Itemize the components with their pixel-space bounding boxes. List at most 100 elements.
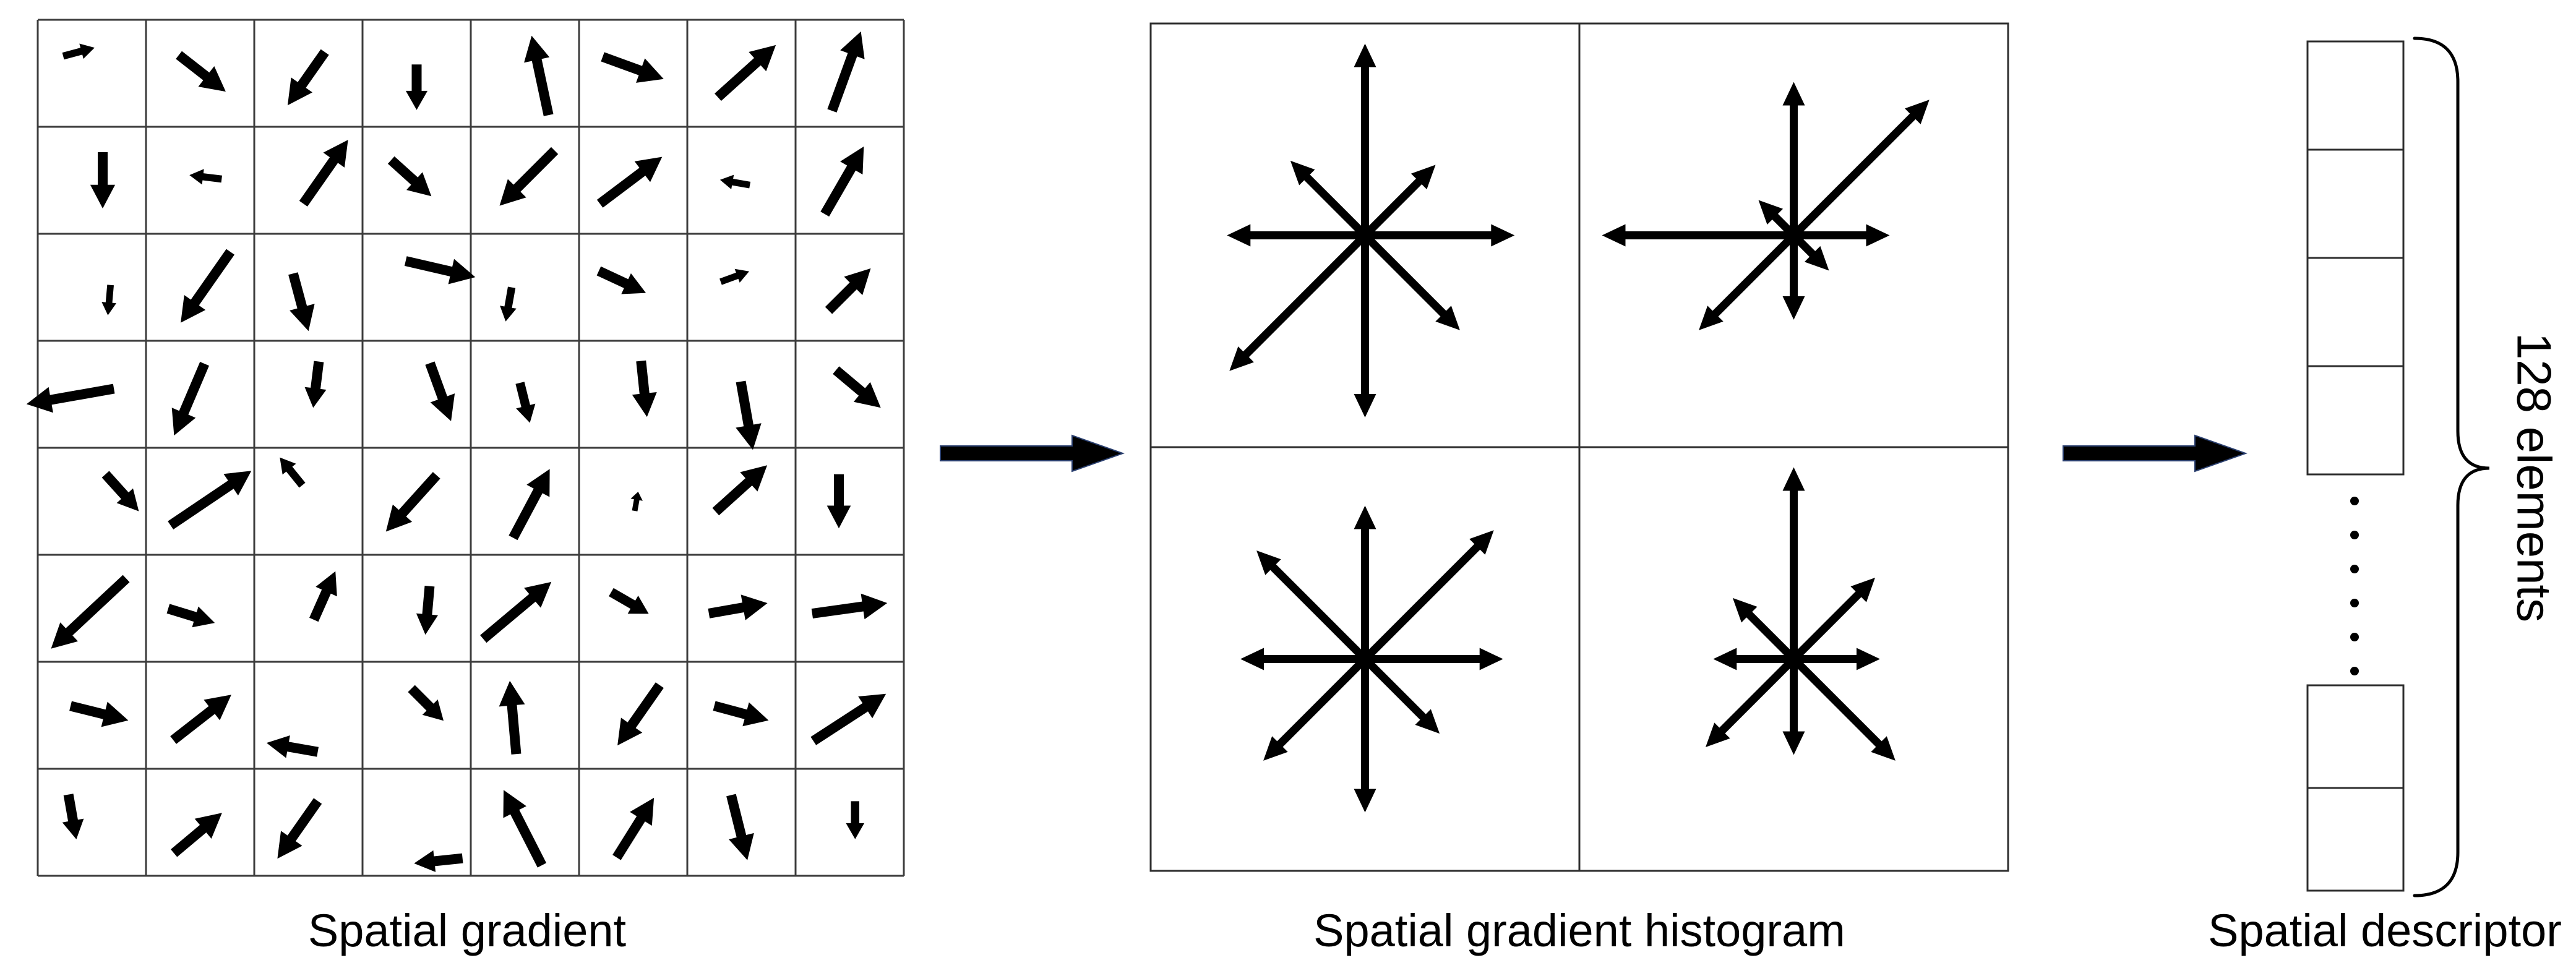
gradient-arrow bbox=[719, 268, 749, 285]
descriptor-box bbox=[2306, 257, 2405, 367]
gradient-arrow bbox=[609, 588, 649, 614]
gradient-arrow bbox=[385, 472, 440, 532]
histogram-ray-arrow bbox=[1790, 578, 1875, 662]
gradient-arrow bbox=[500, 286, 517, 322]
gradient-arrow bbox=[811, 593, 888, 620]
gradient-arrow bbox=[726, 794, 754, 860]
descriptor-box bbox=[2306, 40, 2405, 151]
gradient-arrow bbox=[632, 360, 657, 417]
descriptor-column bbox=[2306, 36, 2490, 897]
gradient-arrow bbox=[715, 45, 776, 101]
gradient-arrow bbox=[499, 680, 525, 755]
ellipsis-dot bbox=[2350, 531, 2359, 539]
histogram-ray-arrow bbox=[1706, 656, 1797, 747]
gradient-arrow bbox=[309, 571, 337, 622]
gradient-arrow bbox=[287, 49, 329, 106]
descriptor-box bbox=[2306, 148, 2405, 259]
gradient-arrow bbox=[62, 43, 95, 60]
gradient-arrow bbox=[515, 382, 536, 423]
histogram-ray-arrow bbox=[1782, 235, 1805, 320]
gradient-arrow bbox=[404, 256, 476, 285]
histogram-ray-arrow bbox=[1793, 224, 1890, 247]
histogram-ray-arrow bbox=[1229, 232, 1368, 371]
descriptor-box bbox=[2306, 787, 2405, 892]
histogram-caption: Spatial gradient histogram bbox=[1313, 905, 1845, 956]
gradient-arrow bbox=[827, 31, 865, 113]
gradient-arrow bbox=[408, 685, 444, 721]
histogram-ray-arrow bbox=[1362, 232, 1460, 330]
gradient-arrow bbox=[170, 695, 231, 744]
descriptor-caption: Spatial descriptor bbox=[2208, 905, 2562, 956]
gradient-arrow bbox=[299, 140, 348, 207]
gradient-arrow bbox=[617, 682, 664, 746]
histogram-ray-arrow bbox=[1365, 648, 1503, 670]
histogram-ray-arrow bbox=[1793, 648, 1880, 670]
ellipsis-dot bbox=[2350, 497, 2359, 505]
gradient-arrow bbox=[101, 285, 116, 315]
gradient-arrow bbox=[62, 794, 84, 839]
gradient-arrow bbox=[405, 64, 428, 110]
brace bbox=[2413, 36, 2490, 897]
gradient-arrow bbox=[101, 471, 139, 512]
histogram-ray-arrow bbox=[1782, 467, 1805, 659]
gradient-arrow bbox=[189, 169, 222, 185]
gradient-arrow bbox=[719, 174, 751, 189]
gradient-arrow bbox=[596, 156, 663, 208]
histogram-ray-arrow bbox=[1365, 224, 1515, 247]
histogram-ray-arrow bbox=[1256, 550, 1368, 662]
histogram-ray-arrow bbox=[1782, 82, 1805, 236]
gradient-arrow bbox=[416, 586, 438, 635]
gradient-arrow bbox=[826, 474, 851, 529]
histogram-ray-arrow bbox=[1790, 656, 1896, 761]
histogram-ray-arrow bbox=[1354, 659, 1376, 813]
gradient-arrow bbox=[181, 249, 234, 323]
gradient-arrow bbox=[90, 152, 116, 208]
gradient-arrow bbox=[596, 266, 646, 294]
gradient-arrow bbox=[630, 492, 643, 512]
histogram-ray-arrow bbox=[1362, 165, 1436, 239]
gradient-arrow bbox=[425, 361, 455, 421]
gradient-arrow bbox=[509, 469, 550, 541]
histogram-ray-arrow bbox=[1790, 232, 1829, 271]
histogram-ray-arrow bbox=[1354, 43, 1376, 236]
gradient-arrow bbox=[69, 701, 129, 727]
histogram-ray-arrow bbox=[1602, 224, 1794, 247]
gradient-arrow bbox=[176, 51, 226, 92]
element-count-label: 128 elements bbox=[2507, 332, 2562, 623]
histogram-ray-arrow bbox=[1227, 224, 1365, 247]
gradient-arrow bbox=[51, 575, 130, 649]
descriptor-box bbox=[2306, 365, 2405, 476]
gradient-arrow bbox=[833, 366, 881, 408]
histogram-ray-arrow bbox=[1263, 656, 1368, 761]
gradient-arrow bbox=[825, 268, 871, 314]
gradient-arrow bbox=[166, 604, 215, 628]
gradient-grid bbox=[26, 19, 905, 877]
histogram-ray-arrow bbox=[1758, 200, 1797, 239]
gradient-arrow bbox=[266, 735, 319, 758]
gradient-arrow bbox=[414, 850, 463, 872]
histogram-ray-arrow bbox=[1290, 160, 1368, 239]
histogram-star-bottom-right bbox=[1706, 467, 1896, 761]
ellipsis-dot bbox=[2350, 633, 2359, 641]
gradient-arrow bbox=[26, 383, 115, 413]
ellipsis-dot bbox=[2350, 599, 2359, 607]
gradient-arrow bbox=[171, 813, 222, 857]
histogram-ray-arrow bbox=[1699, 232, 1797, 330]
histogram-star-top-left bbox=[1227, 43, 1515, 417]
flow-arrow-1 bbox=[940, 434, 1125, 473]
gradient-arrow bbox=[601, 52, 664, 83]
histogram-ray-arrow bbox=[1354, 505, 1376, 659]
histogram-star-bottom-left bbox=[1240, 505, 1503, 813]
gradient-arrow bbox=[480, 581, 552, 643]
gradient-arrow bbox=[612, 797, 655, 860]
gradient-arrow bbox=[736, 380, 762, 450]
descriptor-box bbox=[2306, 684, 2405, 789]
histogram-ray-arrow bbox=[1362, 656, 1440, 734]
histogram-ray-arrow bbox=[1790, 100, 1930, 239]
gradient-arrow bbox=[712, 465, 768, 516]
histogram-panel bbox=[1149, 22, 2009, 872]
gradient-arrow bbox=[304, 361, 327, 408]
flow-arrow-2 bbox=[2063, 434, 2248, 473]
ellipsis-dot bbox=[2350, 565, 2359, 573]
